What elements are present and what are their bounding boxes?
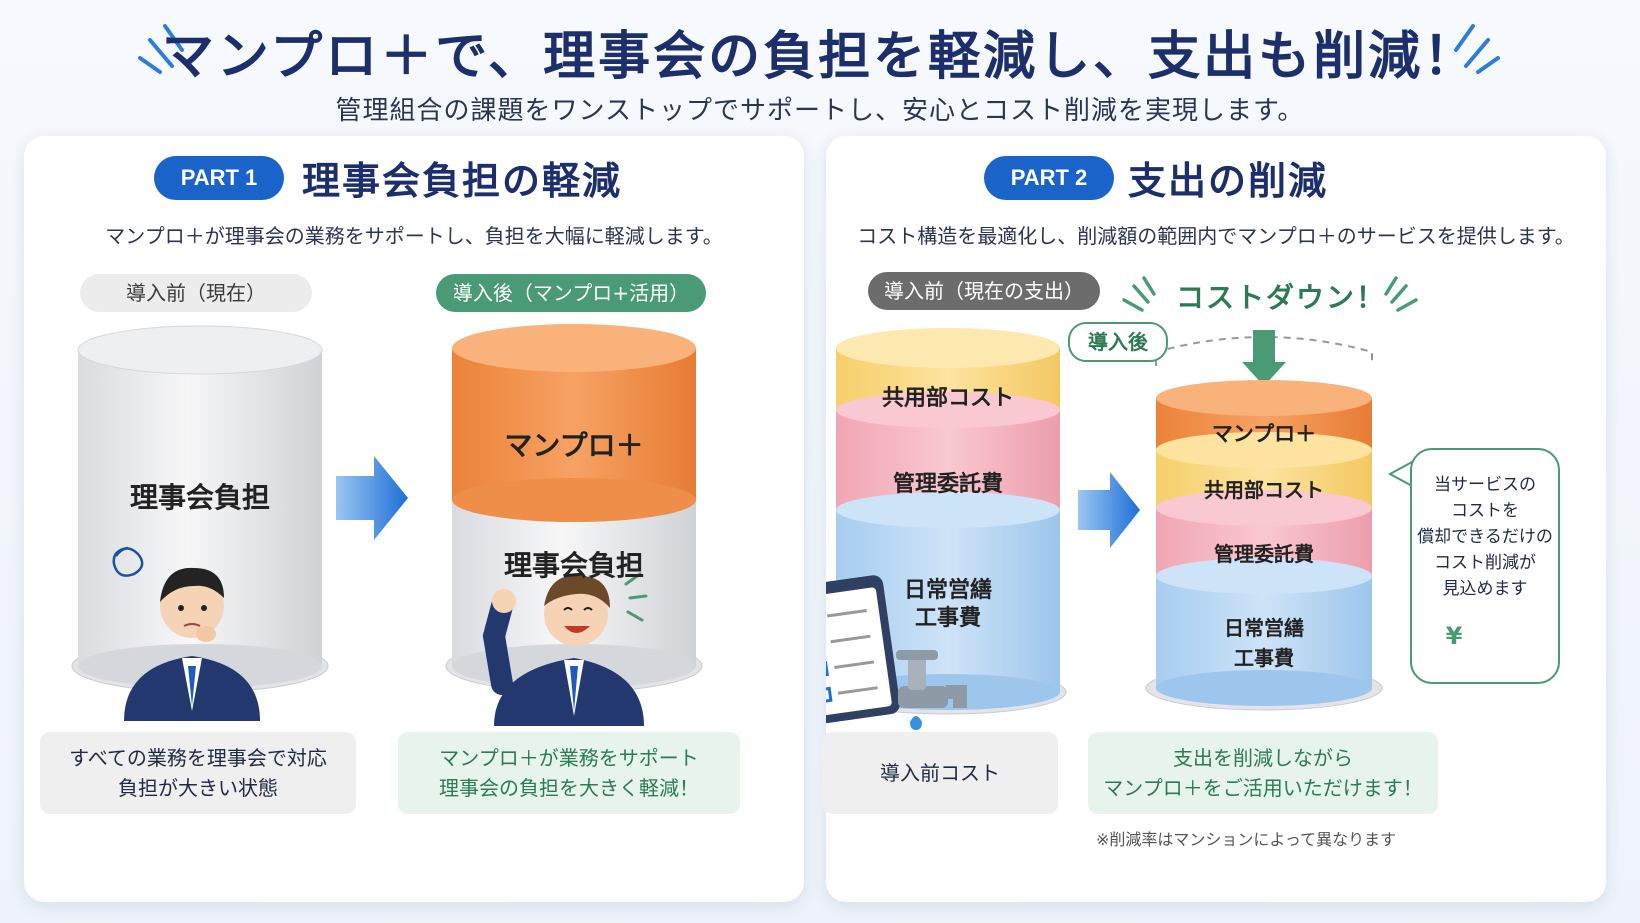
- costdown-label: コストダウン！: [1176, 281, 1387, 314]
- after-caption-line1: マンプロ＋が業務をサポート: [439, 746, 699, 770]
- page-title: マンプロ＋で、理事会の負担を軽減し、支出も削減！: [161, 27, 1479, 87]
- part1-diagram: [71, 324, 703, 726]
- before-pill: 導入前（現在）: [80, 274, 312, 312]
- right-arrow-icon: [336, 456, 408, 540]
- after-layer-manpro: マンプロ＋: [1211, 422, 1317, 446]
- after-caption: マンプロ＋が業務をサポート 理事会の負担を大きく軽減！: [398, 732, 740, 814]
- savings-note-line5: 見込めます: [1442, 579, 1528, 599]
- part1-heading: 理事会負担の軽減: [302, 159, 623, 203]
- after-pill: 導入後（マンプロ+活用）: [436, 274, 706, 312]
- after-layer-management-fee: 管理委託費: [1214, 542, 1314, 566]
- savings-note-line2: コストを: [1451, 501, 1519, 521]
- after-cost-caption-line2: マンプロ＋をご活用いただけます！: [1103, 776, 1423, 800]
- savings-note-line3: 償却できるだけの: [1417, 527, 1553, 547]
- before-caption: すべての業務を理事会で対応 負担が大きい状態: [40, 732, 356, 814]
- sparkle-right-icon: [1454, 24, 1500, 74]
- after-layer-repair-line2: 工事費: [1234, 646, 1294, 670]
- part2-heading: 支出の削減: [1128, 159, 1329, 203]
- page-subtitle: 管理組合の課題をワンストップでサポートし、安心とコスト削減を実現します。: [335, 96, 1305, 126]
- footnote: ※削減率はマンションによって異なります: [1096, 830, 1397, 849]
- before-layer-repair-line2: 工事費: [914, 606, 981, 631]
- clipboard-icon: [826, 575, 900, 725]
- after-layer-repair-line1: 日常営繕: [1224, 616, 1304, 640]
- faucet-icon: [896, 650, 967, 730]
- before-cost-pill: 導入前（現在の支出）: [868, 272, 1100, 310]
- after-cost-caption-line1: 支出を削減しながら: [1173, 746, 1353, 770]
- before-cost-caption: 導入前コスト: [822, 732, 1058, 814]
- worried-man-illustration: [112, 546, 260, 721]
- before-cost-caption-text: 導入前コスト: [880, 761, 1000, 785]
- part2-description: コスト構造を最適化し、削減額の範囲内でマンプロ＋のサービスを提供します。: [857, 224, 1575, 248]
- after-burden-label: 理事会負担: [503, 549, 644, 582]
- after-caption-line2: 理事会の負担を大きく軽減！: [439, 776, 699, 800]
- note-pointer: [1387, 460, 1413, 488]
- before-layer-repair-line1: 日常営繕: [903, 578, 992, 603]
- manpro-layer-label: マンプロ＋: [504, 429, 644, 462]
- part2-badge: PART 2: [984, 156, 1114, 200]
- after-cost-cylinder: [1145, 380, 1383, 711]
- savings-note-line1: 当サービスの: [1434, 475, 1536, 495]
- before-layer-common-cost: 共用部コスト: [881, 386, 1014, 411]
- part2-diagram: [826, 276, 1501, 730]
- part1-panel: PART 1 理事会負担の軽減 マンプロ＋が理事会の業務をサポートし、負担を大幅…: [24, 136, 804, 902]
- before-caption-line2: 負担が大きい状態: [118, 776, 278, 800]
- before-cylinder-label: 理事会負担: [129, 481, 270, 514]
- before-caption-line1: すべての業務を理事会で対応: [69, 746, 327, 770]
- savings-note: 当サービスの コストを 償却できるだけの コスト削減が 見込めます: [1410, 448, 1560, 684]
- sparkle-left-icon: [138, 24, 184, 74]
- savings-note-line4: コスト削減が: [1434, 553, 1536, 573]
- after-layer-common-cost: 共用部コスト: [1204, 478, 1324, 502]
- part1-badge: PART 1: [154, 156, 284, 200]
- yen-symbol: ¥: [1445, 622, 1463, 650]
- down-arrow-icon: [1242, 330, 1286, 386]
- happy-man-illustration: [482, 572, 648, 726]
- costdown-sparkle-icon: [1122, 276, 1418, 312]
- part2-panel: PART 2 支出の削減 コスト構造を最適化し、削減額の範囲内でマンプロ＋のサー…: [822, 136, 1606, 902]
- after-tag: 導入後: [1068, 322, 1168, 362]
- before-layer-management-fee: 管理委託費: [892, 472, 1003, 497]
- after-cost-caption: 支出を削減しながら マンプロ＋をご活用いただけます！: [1088, 732, 1438, 814]
- right-arrow-icon: [1078, 472, 1140, 548]
- part1-description: マンプロ＋が理事会の業務をサポートし、負担を大幅に軽減します。: [105, 224, 723, 248]
